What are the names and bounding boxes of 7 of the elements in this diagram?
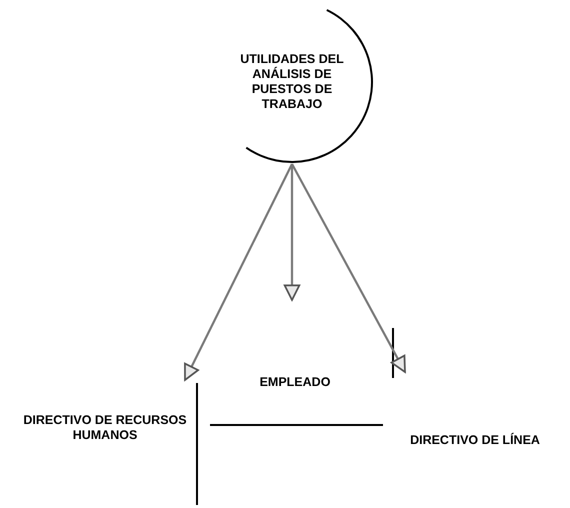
node-label: EMPLEADO [260, 375, 330, 390]
node-label: DIRECTIVO DE LÍNEA [410, 432, 540, 448]
arrow [284, 164, 300, 301]
node-label: UTILIDADES DEL ANÁLISIS DE PUESTOS DE TRABAJO [239, 52, 345, 112]
arrow [184, 164, 293, 381]
node-label: DIRECTIVO DE RECURSOS HUMANOS [22, 412, 188, 442]
arrow [291, 163, 406, 373]
